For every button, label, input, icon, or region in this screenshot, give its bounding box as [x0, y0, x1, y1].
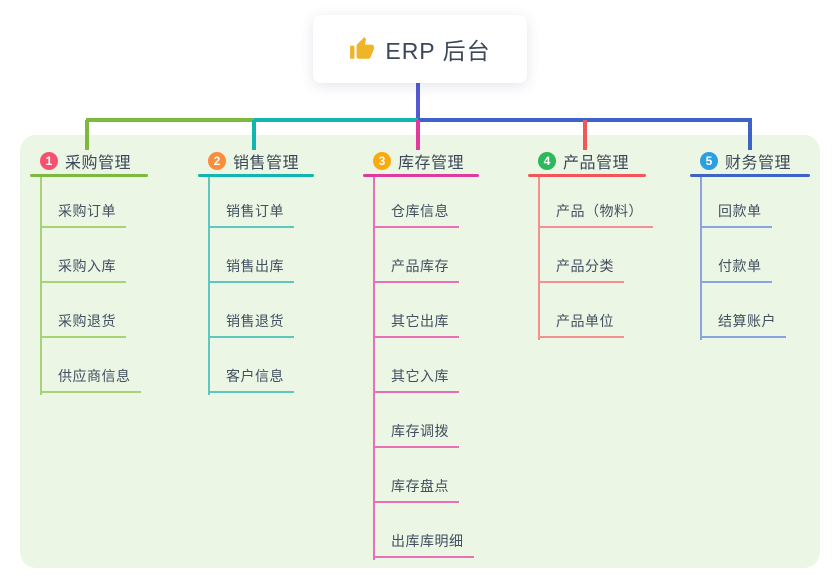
root-node[interactable]: ERP 后台 [313, 15, 527, 83]
branch-underline [528, 174, 646, 177]
connector-line [86, 118, 254, 122]
thumbs-up-icon [349, 36, 375, 62]
branch-number-badge: 4 [538, 152, 556, 170]
connector-line [416, 83, 420, 122]
child-node[interactable]: 仓库信息 [373, 201, 459, 228]
child-node[interactable]: 采购订单 [40, 201, 126, 228]
connector-line [254, 118, 418, 122]
child-node[interactable]: 结算账户 [700, 311, 786, 338]
child-node[interactable]: 销售退货 [208, 311, 294, 338]
branch-underline [690, 174, 810, 177]
child-node[interactable]: 供应商信息 [40, 366, 141, 393]
child-node[interactable]: 库存盘点 [373, 476, 459, 503]
child-node[interactable]: 其它出库 [373, 311, 459, 338]
child-node[interactable]: 采购入库 [40, 256, 126, 283]
connector-line [252, 120, 256, 150]
child-node[interactable]: 产品（物料） [538, 201, 653, 228]
child-node[interactable]: 出库库明细 [373, 531, 474, 558]
root-label: ERP 后台 [385, 38, 491, 64]
branch-connector-line [373, 177, 375, 560]
branch-underline [363, 174, 479, 177]
branch-label: 库存管理 [398, 155, 465, 172]
child-node[interactable]: 产品单位 [538, 311, 624, 338]
branch-label: 采购管理 [65, 155, 132, 172]
connector-line [583, 120, 587, 150]
branch-connector-line [538, 177, 540, 340]
branch-number-badge: 2 [208, 152, 226, 170]
branch-underline [198, 174, 314, 177]
child-node[interactable]: 产品分类 [538, 256, 624, 283]
child-node[interactable]: 付款单 [700, 256, 772, 283]
child-node[interactable]: 客户信息 [208, 366, 294, 393]
connector-line [85, 120, 89, 150]
branch-label: 产品管理 [563, 155, 630, 172]
child-node[interactable]: 其它入库 [373, 366, 459, 393]
branch-connector-line [40, 177, 42, 395]
connector-line [748, 120, 752, 150]
branch-node[interactable]: 4 产品管理 [538, 148, 629, 174]
child-node[interactable]: 回款单 [700, 201, 772, 228]
child-node[interactable]: 销售订单 [208, 201, 294, 228]
branch-node[interactable]: 5 财务管理 [700, 148, 791, 174]
child-node[interactable]: 产品库存 [373, 256, 459, 283]
branch-connector-line [700, 177, 702, 340]
branch-connector-line [208, 177, 210, 395]
branch-label: 销售管理 [233, 155, 300, 172]
branch-number-badge: 5 [700, 152, 718, 170]
branch-number-badge: 3 [373, 152, 391, 170]
connector-line [416, 120, 420, 150]
child-node[interactable]: 销售出库 [208, 256, 294, 283]
child-node[interactable]: 采购退货 [40, 311, 126, 338]
child-node[interactable]: 库存调拨 [373, 421, 459, 448]
branch-underline [30, 174, 148, 177]
branch-node[interactable]: 3 库存管理 [373, 148, 464, 174]
branch-node[interactable]: 2 销售管理 [208, 148, 299, 174]
branch-label: 财务管理 [725, 155, 792, 172]
branch-number-badge: 1 [40, 152, 58, 170]
branches-panel [20, 135, 820, 568]
branch-node[interactable]: 1 采购管理 [40, 148, 131, 174]
